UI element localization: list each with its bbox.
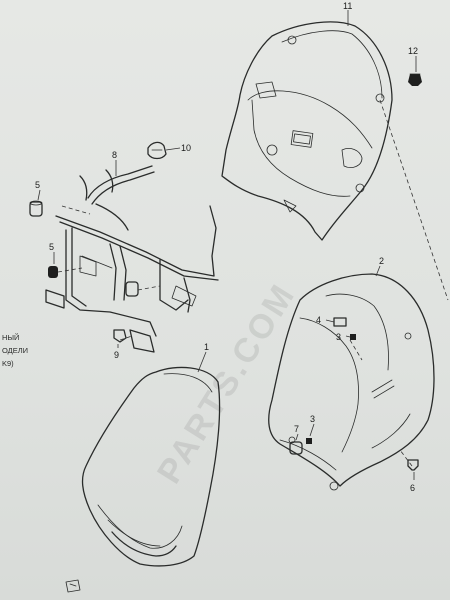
part-10-grommet	[147, 141, 167, 160]
leader-lines	[37, 10, 449, 480]
part-4-nut	[333, 317, 347, 327]
part-11-upper-cowl	[221, 21, 393, 241]
side-note-line-2: ОДЕЛИ	[2, 346, 29, 355]
callout-9: 9	[114, 350, 119, 360]
callout-10: 10	[181, 143, 191, 153]
callout-7: 7	[294, 424, 299, 434]
part-3-screw-lower	[306, 438, 312, 444]
callout-6: 6	[410, 483, 415, 493]
callout-4: 4	[316, 315, 321, 325]
callout-8: 8	[112, 150, 117, 160]
part-6-bolt	[407, 459, 419, 471]
part-2-front-cowl	[268, 273, 435, 491]
part-5-grommet-upper	[29, 200, 43, 217]
frame-grommet	[125, 281, 139, 297]
part-7-grommet	[289, 441, 303, 455]
callout-2: 2	[379, 256, 384, 266]
callout-5-upper: 5	[35, 180, 40, 190]
callout-5-lower: 5	[49, 242, 54, 252]
part-5-grommet-lower	[48, 266, 58, 278]
part-9-bolt	[113, 329, 127, 343]
side-note-line-1: НЫЙ	[2, 333, 20, 342]
callout-3-lower: 3	[310, 414, 315, 424]
callout-11: 11	[343, 1, 352, 11]
part-3-screw-upper	[350, 334, 356, 340]
side-note-line-3: K9)	[2, 359, 14, 368]
callout-12: 12	[408, 46, 418, 56]
part-8-stay-rod	[79, 165, 155, 205]
part-1-windscreen	[81, 366, 221, 567]
callout-3-upper: 3	[336, 332, 341, 342]
clip-bottom-left	[65, 579, 81, 593]
callout-1: 1	[204, 342, 209, 352]
part-12-bolt	[408, 73, 422, 86]
fairing-bracket-frame	[45, 203, 219, 353]
